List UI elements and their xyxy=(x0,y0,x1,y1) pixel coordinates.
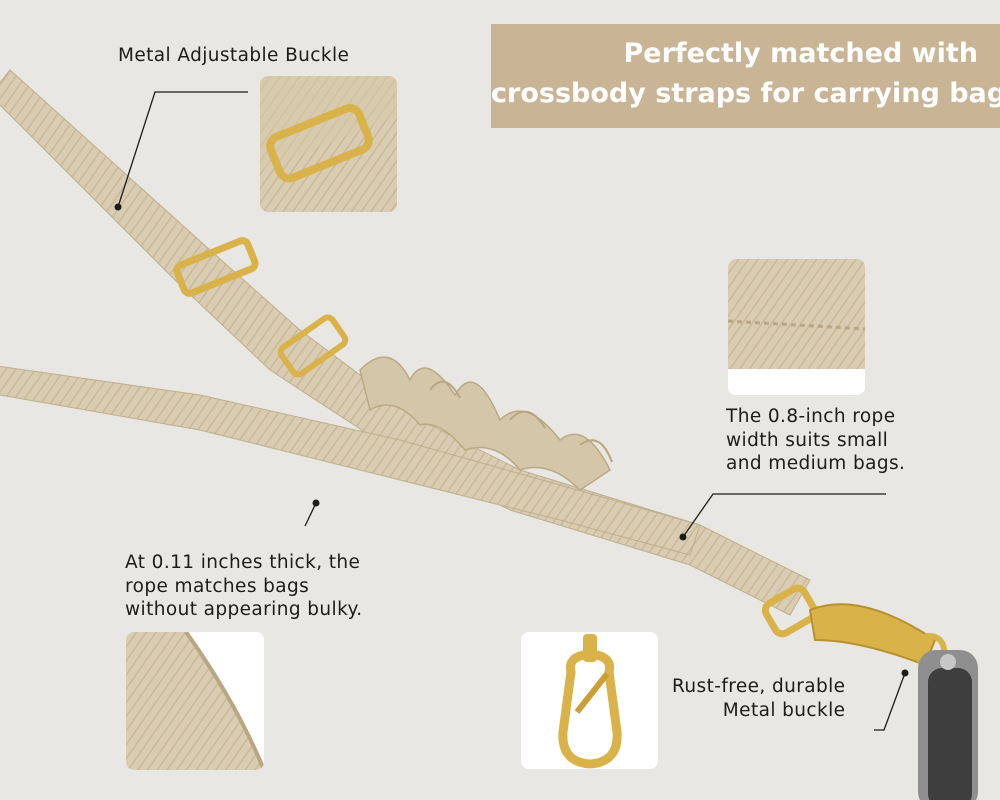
hook-callout: Rust-free, durable Metal buckle xyxy=(672,675,845,722)
buckle-callout: Metal Adjustable Buckle xyxy=(118,44,349,68)
strap-ruffles xyxy=(359,356,613,491)
loop-buckle-gold-icon xyxy=(277,314,349,378)
weave-texture-icon xyxy=(728,259,865,369)
width-callout-line-1: The 0.8-inch rope xyxy=(726,406,896,427)
weave-closeup-card xyxy=(728,259,865,395)
lower-strap xyxy=(0,365,701,556)
hook-callout-line-1: Rust-free, durable xyxy=(672,676,846,697)
thickness-callout-line-2: rope matches bags xyxy=(125,575,310,597)
callout-dot xyxy=(114,203,122,211)
thickness-callout-line-1: At 0.11 inches thick, the xyxy=(125,552,361,573)
buckle-callout-text: Metal Adjustable Buckle xyxy=(118,45,350,66)
thickness-texture-icon xyxy=(126,632,264,770)
headline-line-2: crossbody straps for carrying bag xyxy=(491,78,1000,109)
width-callout: The 0.8-inch rope width suits small and … xyxy=(726,405,905,476)
hook-closeup-card xyxy=(521,632,658,769)
phone-tether-tab-icon xyxy=(918,650,978,800)
carabiner-hook-icon xyxy=(558,634,622,769)
buckle-closeup-card xyxy=(260,76,397,212)
callout-dot xyxy=(312,499,320,507)
thickness-closeup-card xyxy=(126,632,264,770)
callout-dot xyxy=(901,669,909,677)
headline-banner: Perfectly matched with crossbody straps … xyxy=(491,24,1000,128)
hook-callout-line-2: Metal buckle xyxy=(722,699,846,721)
buckle-closeup-icon xyxy=(266,104,373,183)
headline-line-1: Perfectly matched with xyxy=(623,38,979,69)
width-callout-line-3: and medium bags. xyxy=(726,453,906,474)
thickness-callout: At 0.11 inches thick, the rope matches b… xyxy=(125,551,363,622)
callout-lines xyxy=(117,91,906,731)
callout-dot xyxy=(679,533,687,541)
slider-buckle-gold-icon xyxy=(173,237,259,297)
width-callout-line-2: width suits small xyxy=(726,429,889,451)
thickness-callout-line-3: without appearing bulky. xyxy=(125,599,363,620)
